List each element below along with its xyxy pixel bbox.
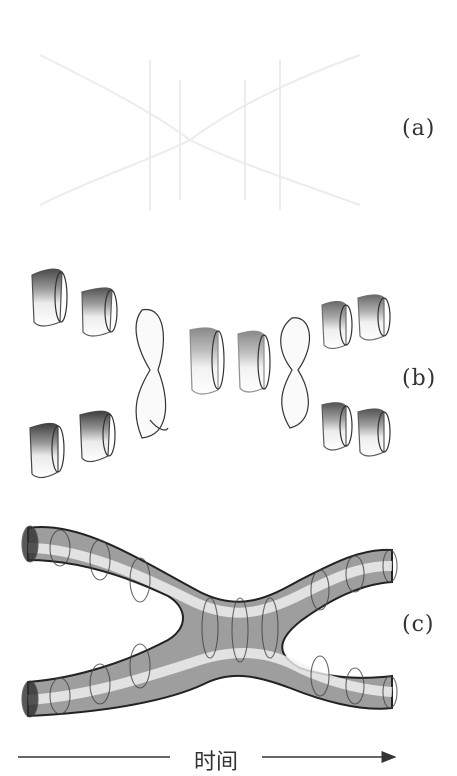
panel-label-b: (b) — [402, 366, 436, 391]
panel-c-surface — [22, 526, 397, 717]
time-axis-label: 时间 — [176, 744, 256, 776]
panel-label-a: (a) — [402, 116, 435, 141]
panel-label-c: (c) — [402, 612, 435, 637]
panel-a-surface — [40, 55, 360, 210]
panel-b-rings — [30, 269, 390, 477]
